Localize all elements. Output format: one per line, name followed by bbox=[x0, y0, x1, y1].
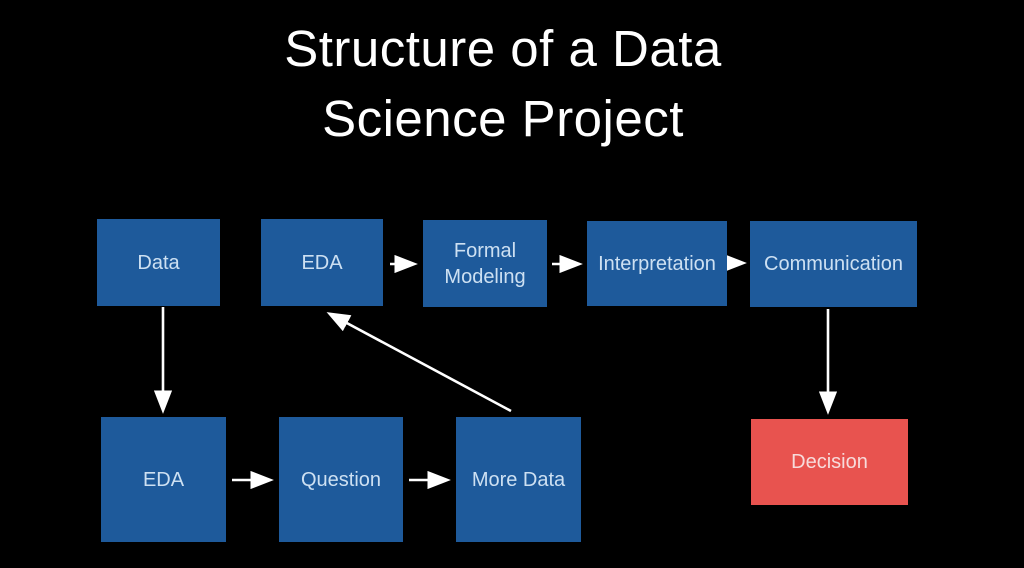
node-interpretation: Interpretation bbox=[587, 221, 727, 306]
node-decision: Decision bbox=[751, 419, 908, 505]
arrow-more-data-to-eda-top bbox=[326, 312, 512, 413]
node-eda-bottom-label: EDA bbox=[142, 468, 185, 491]
node-question: Question bbox=[279, 417, 403, 542]
slide-title-line1: Structure of a Data bbox=[284, 20, 722, 77]
slide-title: Structure of a Data Science Project bbox=[0, 14, 1006, 154]
node-eda-top: EDA bbox=[261, 219, 383, 306]
slide-title-line2: Science Project bbox=[322, 89, 684, 147]
node-eda-bottom: EDA bbox=[101, 417, 226, 542]
node-interpretation-label: Interpretation bbox=[598, 252, 716, 275]
node-data-label: Data bbox=[137, 251, 180, 274]
node-eda-top-label: EDA bbox=[301, 251, 343, 274]
node-more-data-label: More Data bbox=[471, 468, 566, 491]
node-communication: Communication bbox=[750, 221, 917, 307]
node-data: Data bbox=[97, 219, 220, 306]
node-decision-label: Decision bbox=[791, 451, 868, 473]
node-formal-modeling: Formal Modeling bbox=[423, 220, 547, 307]
node-communication-label: Communication bbox=[764, 253, 903, 275]
node-question-label: Question bbox=[300, 468, 382, 491]
node-formal-modeling-label: Formal Modeling bbox=[444, 239, 526, 288]
node-more-data: More Data bbox=[456, 417, 581, 542]
